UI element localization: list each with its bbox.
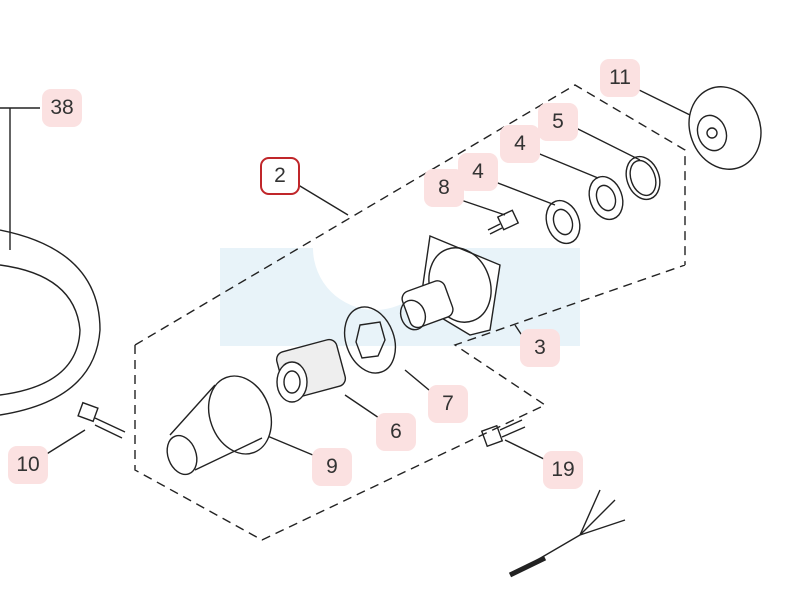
callout-part-3[interactable]: 3: [520, 329, 560, 367]
watermark: [220, 186, 580, 346]
callout-part-5[interactable]: 5: [538, 103, 578, 141]
callout-part-8[interactable]: 8: [424, 169, 464, 207]
callout-part-6[interactable]: 6: [376, 413, 416, 451]
assembly-boundary: [134, 84, 686, 541]
callout-part-2-selected[interactable]: 2: [260, 157, 300, 195]
callout-part-9[interactable]: 9: [312, 448, 352, 486]
callout-part-10[interactable]: 10: [8, 446, 48, 484]
wire-harness: [519, 489, 626, 571]
callout-part-7[interactable]: 7: [428, 385, 468, 423]
callout-part-19[interactable]: 19: [543, 451, 583, 489]
callout-part-38[interactable]: 38: [42, 89, 82, 127]
callout-part-4[interactable]: 4: [500, 125, 540, 163]
callout-part-11[interactable]: 11: [600, 59, 640, 97]
part-38-housing: [0, 229, 101, 416]
callout-part-4[interactable]: 4: [458, 153, 498, 191]
